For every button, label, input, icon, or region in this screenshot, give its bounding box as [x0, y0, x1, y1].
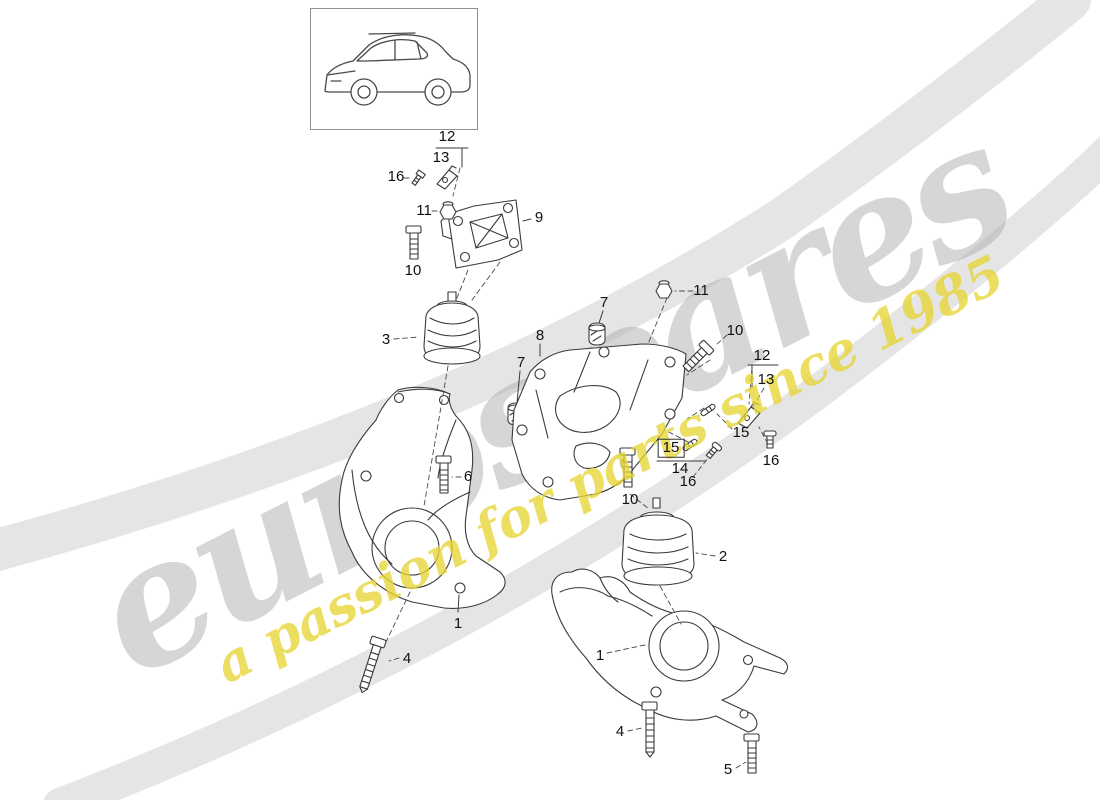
callout-16-right: 16	[762, 451, 780, 469]
bolt-10-center-drawing	[619, 447, 636, 488]
bolt-6-drawing	[435, 455, 452, 494]
callout-16-center: 16	[679, 472, 697, 490]
swoosh-curve-lower	[43, 136, 1100, 800]
swoosh-curve-upper	[0, 0, 1091, 571]
callout-15-right: 15	[732, 423, 750, 441]
screw-16-top-drawing	[411, 169, 426, 186]
retainer-clip-13-right-drawing	[737, 401, 761, 429]
callout-8: 8	[535, 326, 545, 344]
callout-7-upper: 7	[599, 293, 609, 311]
callout-10-right: 10	[726, 321, 744, 339]
gearbox-bracket-9-drawing	[440, 199, 523, 269]
callout-12-top: 12	[438, 127, 456, 145]
callout-13-top: 13	[432, 148, 450, 166]
pin-15-right-drawing	[700, 403, 716, 417]
callout-2: 2	[718, 547, 728, 565]
engine-mount-2-drawing	[621, 497, 695, 586]
vehicle-thumbnail-box	[310, 8, 478, 130]
screw-16-right-drawing	[763, 430, 777, 449]
flange-nut-11-right-drawing	[655, 280, 673, 299]
callout-1-right: 1	[595, 646, 605, 664]
subframe-bracket-right-drawing	[551, 568, 789, 733]
bolt-4-right-drawing	[641, 701, 658, 758]
callout-11-left: 11	[416, 201, 432, 219]
car-icon	[324, 32, 471, 106]
callout-14: 14	[671, 459, 689, 477]
callout-10-center: 10	[621, 490, 639, 508]
bolt-4-left-drawing	[359, 635, 387, 694]
pin-15-left-drawing	[682, 438, 698, 452]
callout-12-right: 12	[753, 346, 771, 364]
callout-15-boxed: 15	[657, 438, 685, 458]
engine-bracket-8-drawing	[511, 343, 687, 501]
screw-16-center-drawing	[705, 441, 723, 460]
subframe-bracket-left-drawing	[338, 386, 506, 609]
callout-11-right: 11	[693, 281, 709, 299]
callout-6: 6	[463, 467, 473, 485]
callout-7-left: 7	[516, 353, 526, 371]
bolt-5-drawing	[743, 733, 760, 774]
callout-5: 5	[723, 760, 733, 778]
bolt-10-right-drawing	[682, 339, 715, 373]
callout-9: 9	[534, 208, 544, 226]
dashed-construction-lines	[385, 167, 769, 769]
engine-mount-3-drawing	[423, 291, 481, 365]
callout-3: 3	[381, 330, 391, 348]
callout-1-left: 1	[453, 614, 463, 632]
callout-4-right: 4	[615, 722, 625, 740]
callout-4-left: 4	[402, 649, 412, 667]
retainer-clip-13-top-drawing	[436, 165, 458, 190]
dowel-sleeve-7-top-drawing	[588, 322, 606, 346]
callout-13-right: 13	[757, 370, 775, 388]
leader-lines	[435, 147, 779, 613]
callout-10-left: 10	[404, 261, 422, 279]
callout-16-upper-left: 16	[387, 167, 405, 185]
flange-nut-11-left-drawing	[439, 201, 457, 220]
bolt-10-left-drawing	[405, 225, 422, 260]
